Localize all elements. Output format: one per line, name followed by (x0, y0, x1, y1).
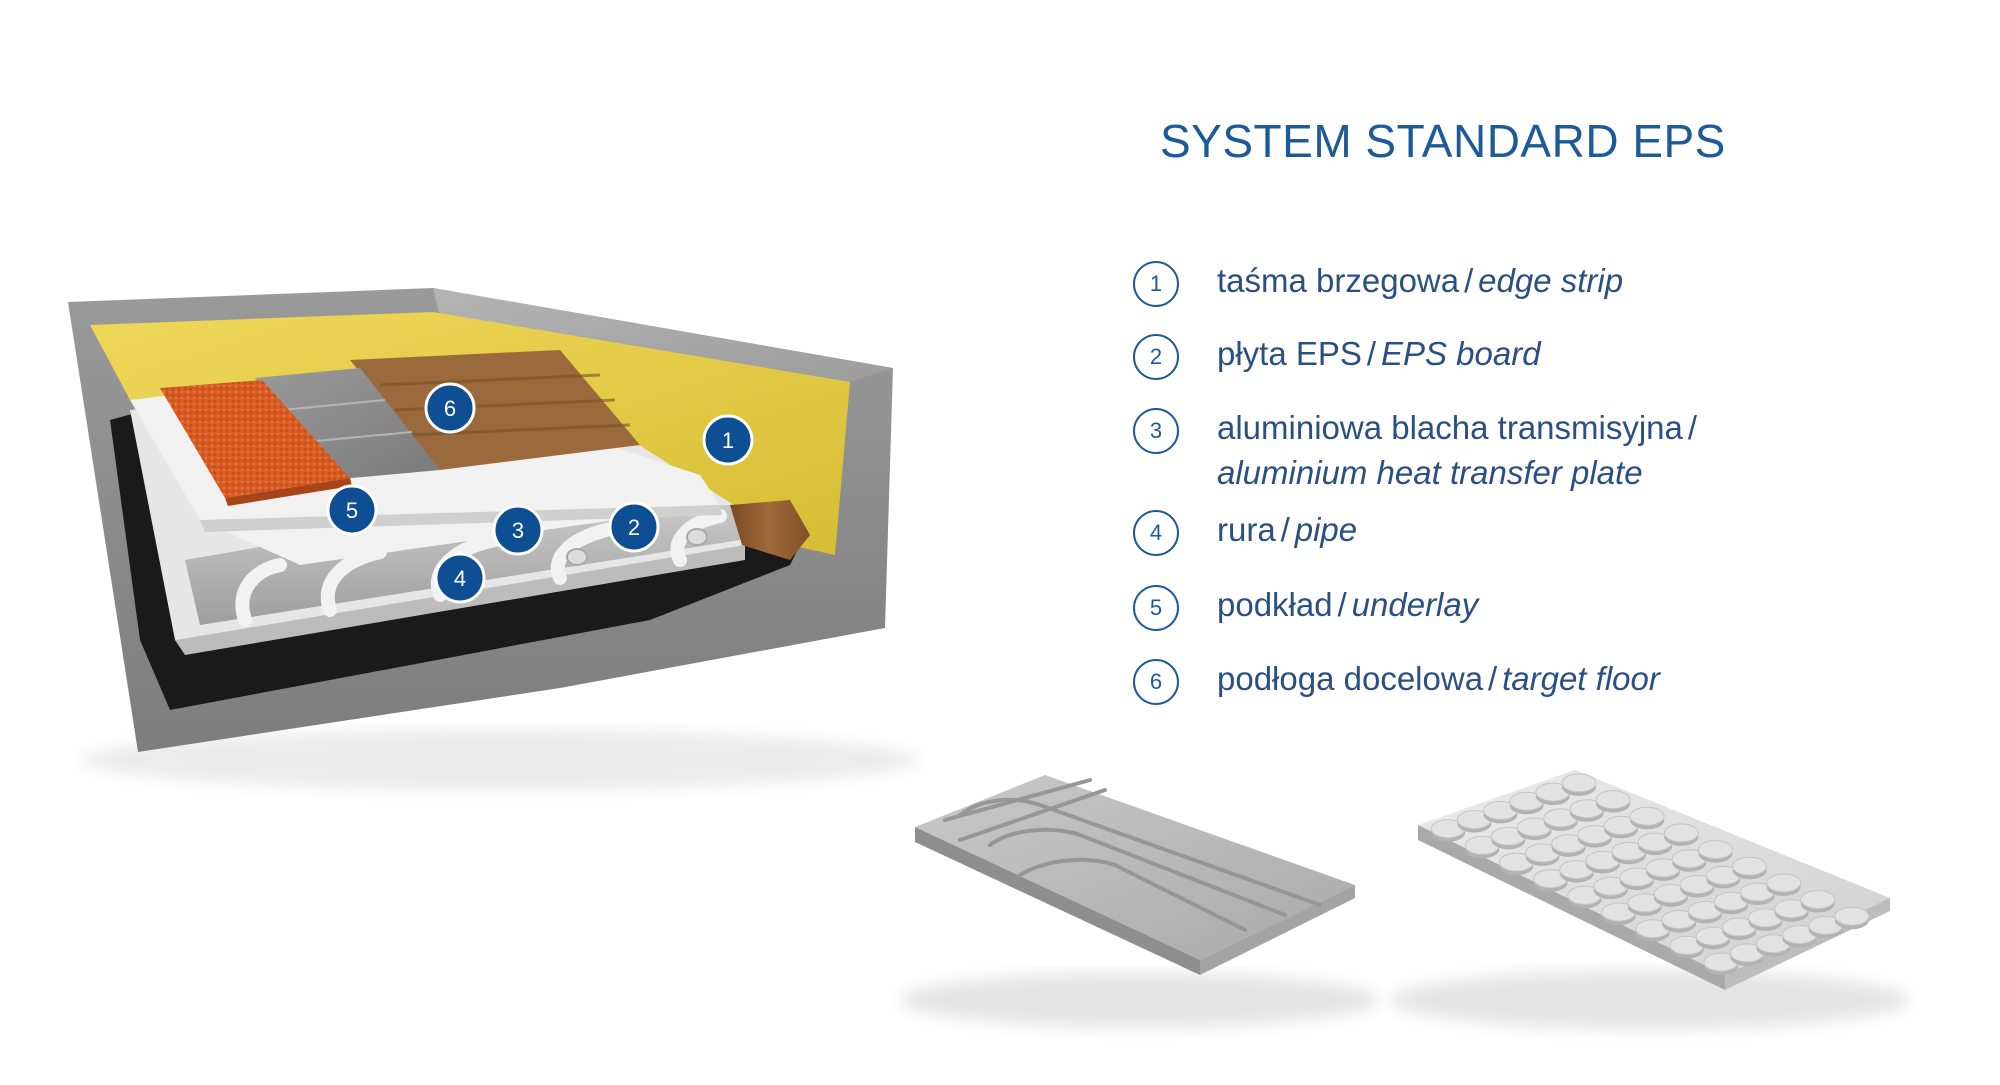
legend-text: aluminiowa blacha transmisyjna/ aluminium… (1217, 405, 1702, 495)
svg-text:5: 5 (346, 498, 358, 523)
knob (1629, 806, 1665, 826)
marker-2: 2 (608, 501, 660, 553)
pipe (551, 521, 622, 585)
legend-en: target floor (1502, 660, 1660, 697)
wood-grain-line (409, 423, 631, 437)
groove (958, 797, 1322, 907)
legend-text: podłoga docelowa/target floor (1217, 656, 1660, 701)
cutaway-model: 1 2 3 4 5 6 (68, 288, 920, 790)
knob (1697, 840, 1733, 860)
legend-item-4: 4 rura/pipe (1133, 507, 1357, 556)
legend-en: pipe (1294, 511, 1358, 548)
legend-text: podkład/underlay (1217, 582, 1478, 627)
wood-floor-area (350, 350, 640, 470)
legend-separator: / (1337, 586, 1347, 623)
underlay-edge (200, 505, 722, 532)
pipe-end (686, 528, 708, 546)
model-shadow (80, 730, 920, 790)
legend-pl: aluminiowa blacha transmisyjna (1217, 409, 1683, 446)
legend-pl: podłoga docelowa (1217, 660, 1484, 697)
knob (1800, 890, 1836, 910)
panel-knobs (1430, 773, 1870, 976)
tile-joint (304, 431, 413, 443)
panel-shadow (1390, 970, 1910, 1030)
legend-en: underlay (1351, 586, 1479, 623)
knob (1663, 823, 1699, 843)
panel-side-face (1418, 825, 1725, 990)
pipe-end (566, 548, 588, 566)
legend-number: 2 (1133, 334, 1179, 380)
legend-item-5: 5 podkład/underlay (1133, 582, 1478, 631)
panel-end-face (1200, 885, 1355, 975)
groove (943, 778, 1092, 822)
marker-1: 1 (702, 414, 754, 466)
legend-number: 1 (1133, 261, 1179, 307)
panel-grooves (943, 778, 1322, 932)
panel-shadow (900, 972, 1380, 1028)
pipe (670, 509, 727, 567)
marker-6: 6 (424, 382, 476, 434)
knob (1766, 873, 1802, 893)
legend-text: rura/pipe (1217, 507, 1357, 552)
legend-pl: rura (1217, 511, 1276, 548)
legend-separator: / (1687, 409, 1697, 446)
pipe (235, 558, 287, 627)
wooden-beam (730, 500, 810, 560)
knob (1595, 790, 1631, 810)
legend-text: płyta EPS/EPS board (1217, 331, 1541, 376)
svg-text:6: 6 (444, 396, 456, 421)
tile-floor-area (255, 368, 440, 480)
legend-separator: / (1280, 511, 1290, 548)
knob (1834, 906, 1870, 926)
legend-pl: podkład (1217, 586, 1333, 623)
svg-text:3: 3 (512, 518, 524, 543)
legend-separator: / (1464, 262, 1474, 299)
svg-text:2: 2 (628, 515, 640, 540)
legend-number: 5 (1133, 585, 1179, 631)
legend-number: 3 (1133, 408, 1179, 454)
marker-5: 5 (326, 484, 378, 536)
system-title: SYSTEM STANDARD EPS (1160, 115, 1726, 167)
tile-joint (281, 399, 386, 411)
tile-joints (281, 399, 413, 443)
legend-item-1: 1 taśma brzegowa/edge strip (1133, 258, 1623, 307)
legend-item-2: 2 płyta EPS/EPS board (1133, 331, 1541, 380)
groove (988, 827, 1287, 917)
legend-en: EPS board (1380, 335, 1541, 372)
marker-4: 4 (434, 552, 486, 604)
knob (1732, 856, 1768, 876)
groove (958, 788, 1107, 842)
legend-separator: / (1366, 335, 1377, 372)
marker-3: 3 (492, 504, 544, 556)
legend-text: taśma brzegowa/edge strip (1217, 258, 1623, 303)
wood-grain-line (379, 373, 601, 387)
groove (1018, 857, 1247, 932)
carpet-edge (225, 478, 352, 506)
legend-item-6: 6 podłoga docelowa/target floor (1133, 656, 1660, 705)
knobbed-eps-panel (1390, 770, 1910, 1030)
concrete-wall-front (433, 288, 893, 382)
panel-side-face (915, 827, 1200, 975)
svg-text:4: 4 (454, 566, 466, 591)
legend-en: edge strip (1478, 262, 1624, 299)
legend-number: 4 (1133, 510, 1179, 556)
svg-text:1: 1 (722, 428, 734, 453)
grooved-eps-panel (900, 775, 1380, 1028)
pipe-ends (566, 528, 708, 566)
panel-top-face (915, 775, 1355, 960)
legend-pl: płyta EPS (1217, 335, 1362, 372)
legend-en: aluminium heat transfer plate (1217, 454, 1643, 491)
legend-separator: / (1487, 660, 1498, 697)
knob (1561, 773, 1597, 793)
legend-number: 6 (1133, 659, 1179, 705)
carpet-floor-area (160, 380, 350, 498)
legend-pl: taśma brzegowa (1217, 262, 1460, 299)
legend-item-3: 3 aluminiowa blacha transmisyjna/alumini… (1133, 405, 1702, 495)
